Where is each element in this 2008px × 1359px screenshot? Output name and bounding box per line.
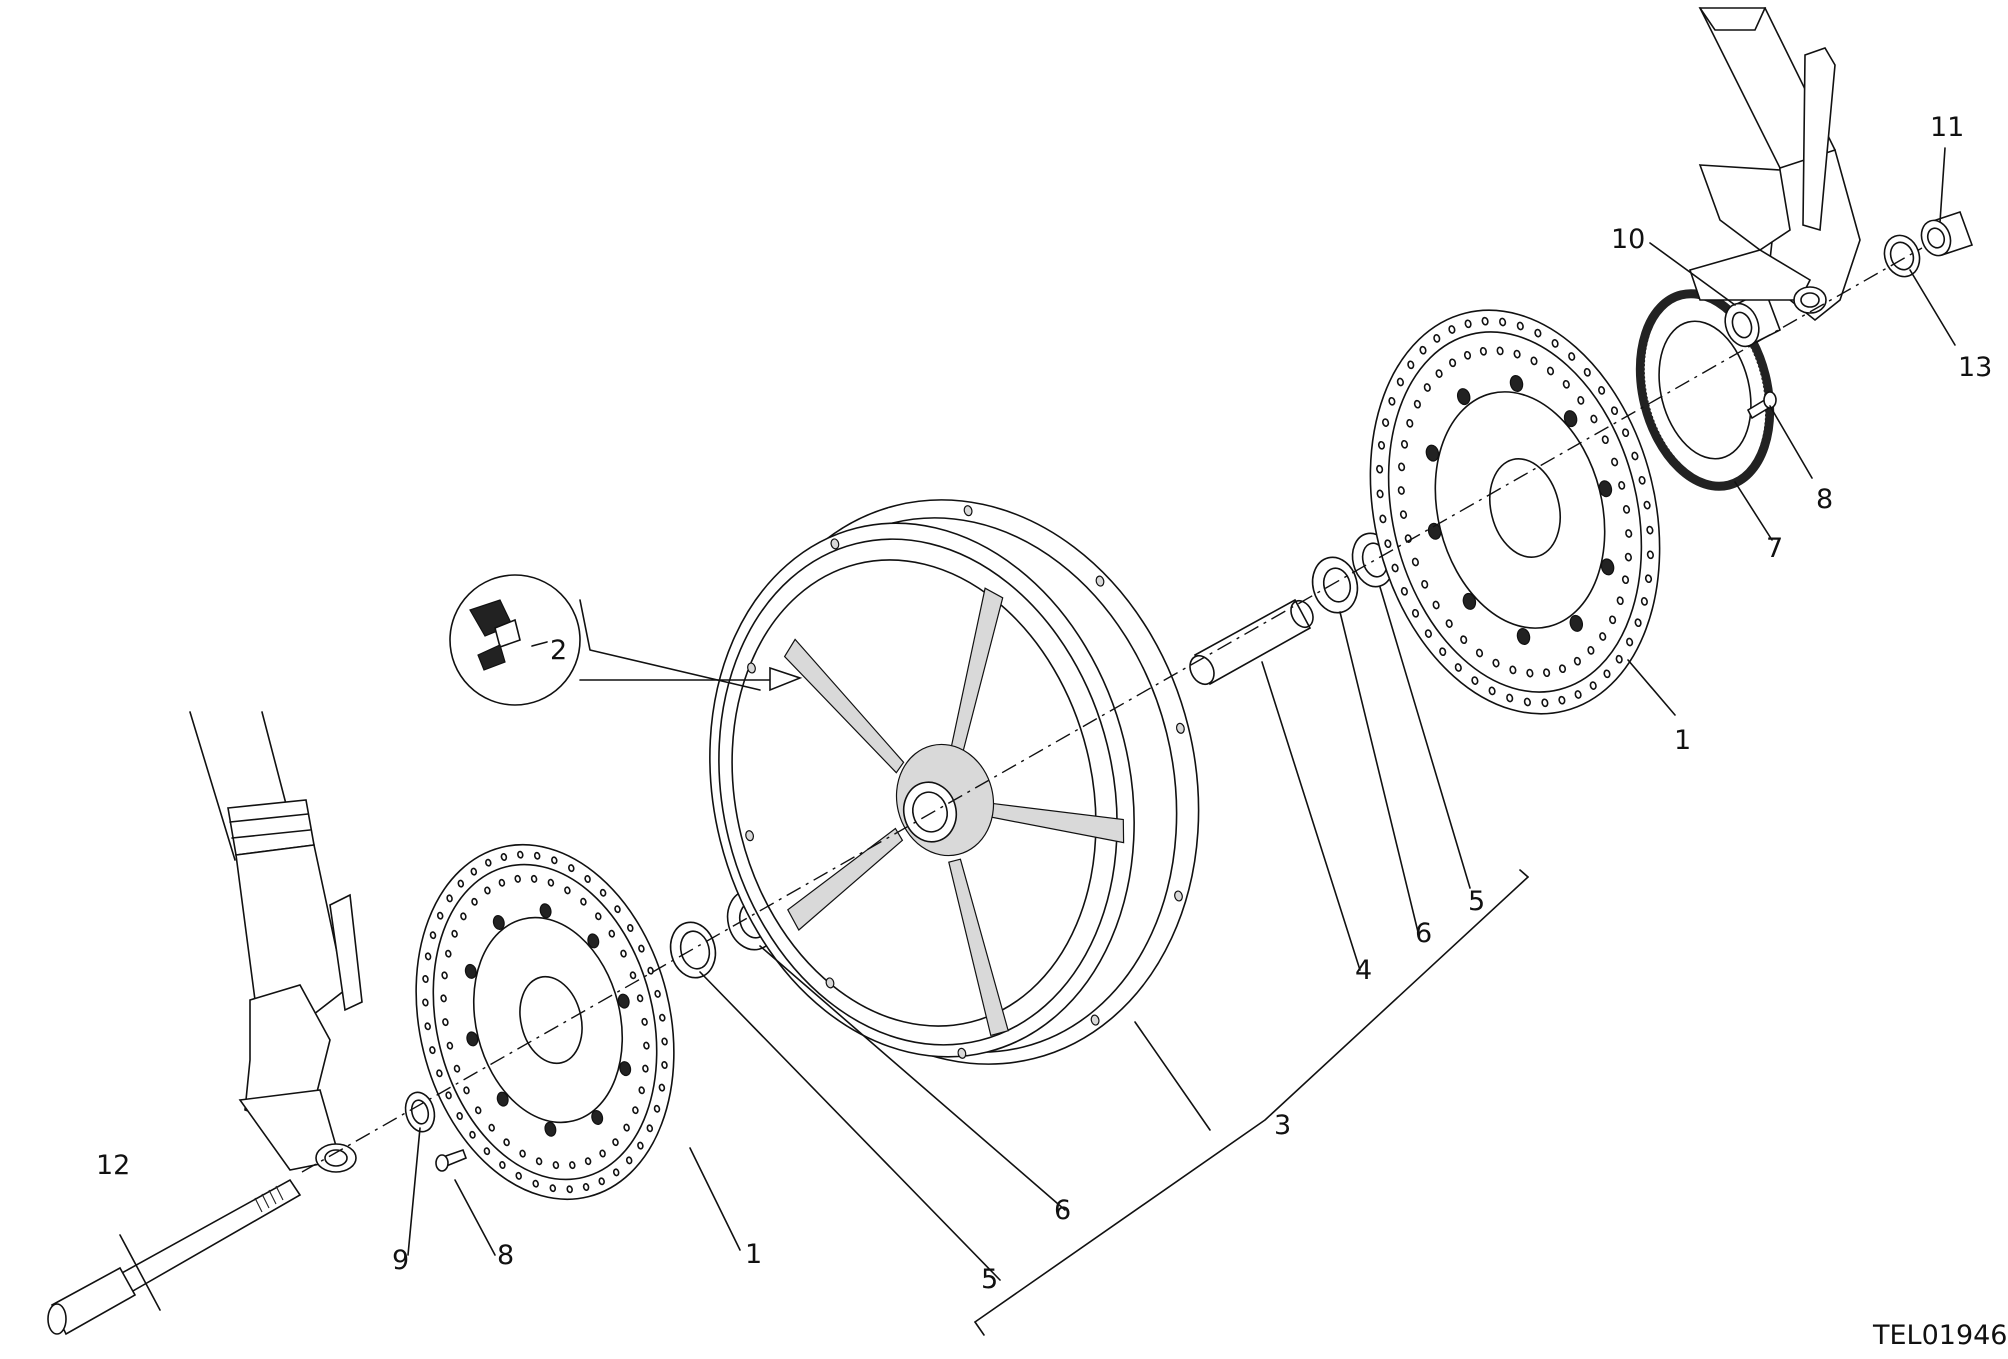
front-wheel xyxy=(709,499,1200,1065)
right-brake-disc xyxy=(1369,309,1661,715)
callout-1-right: 1 xyxy=(1674,725,1692,756)
callout-4: 4 xyxy=(1355,955,1373,986)
callout-11: 11 xyxy=(1930,112,1965,143)
left-seal-5 xyxy=(669,921,717,979)
drawing-reference-code: TEL01946 xyxy=(1873,1320,2008,1351)
callout-9: 9 xyxy=(392,1245,410,1276)
right-bolt-8 xyxy=(1746,391,1777,420)
callout-8-left: 8 xyxy=(497,1240,515,1271)
callout-2: 2 xyxy=(550,635,568,666)
callout-10: 10 xyxy=(1611,224,1646,255)
right-bearing-6 xyxy=(1311,556,1359,614)
assembly-axis-line xyxy=(301,247,1923,1173)
wheel-axle xyxy=(47,1178,302,1336)
left-bolt-8 xyxy=(435,1148,468,1172)
leader-lines xyxy=(119,147,1956,1336)
valve-inset xyxy=(449,574,803,706)
left-seal-9 xyxy=(404,1091,436,1133)
callout-12: 12 xyxy=(96,1150,131,1181)
callout-13: 13 xyxy=(1958,352,1993,383)
callout-6-right: 6 xyxy=(1415,918,1433,949)
axle-nut-11 xyxy=(1920,210,1974,257)
spacer xyxy=(1189,598,1314,686)
callout-1-left: 1 xyxy=(745,1239,763,1270)
right-spacer-10 xyxy=(1724,288,1782,348)
callout-5-right: 5 xyxy=(1468,886,1486,917)
callout-3: 3 xyxy=(1274,1110,1292,1141)
o-ring-13 xyxy=(1883,234,1921,278)
left-brake-disc xyxy=(415,843,675,1201)
callout-5-left: 5 xyxy=(981,1264,999,1295)
left-fork-leg xyxy=(189,711,363,1173)
callout-8-right: 8 xyxy=(1816,484,1834,515)
callout-6-left: 6 xyxy=(1054,1195,1072,1226)
callout-7: 7 xyxy=(1766,533,1784,564)
right-fork-leg xyxy=(1688,7,1861,322)
